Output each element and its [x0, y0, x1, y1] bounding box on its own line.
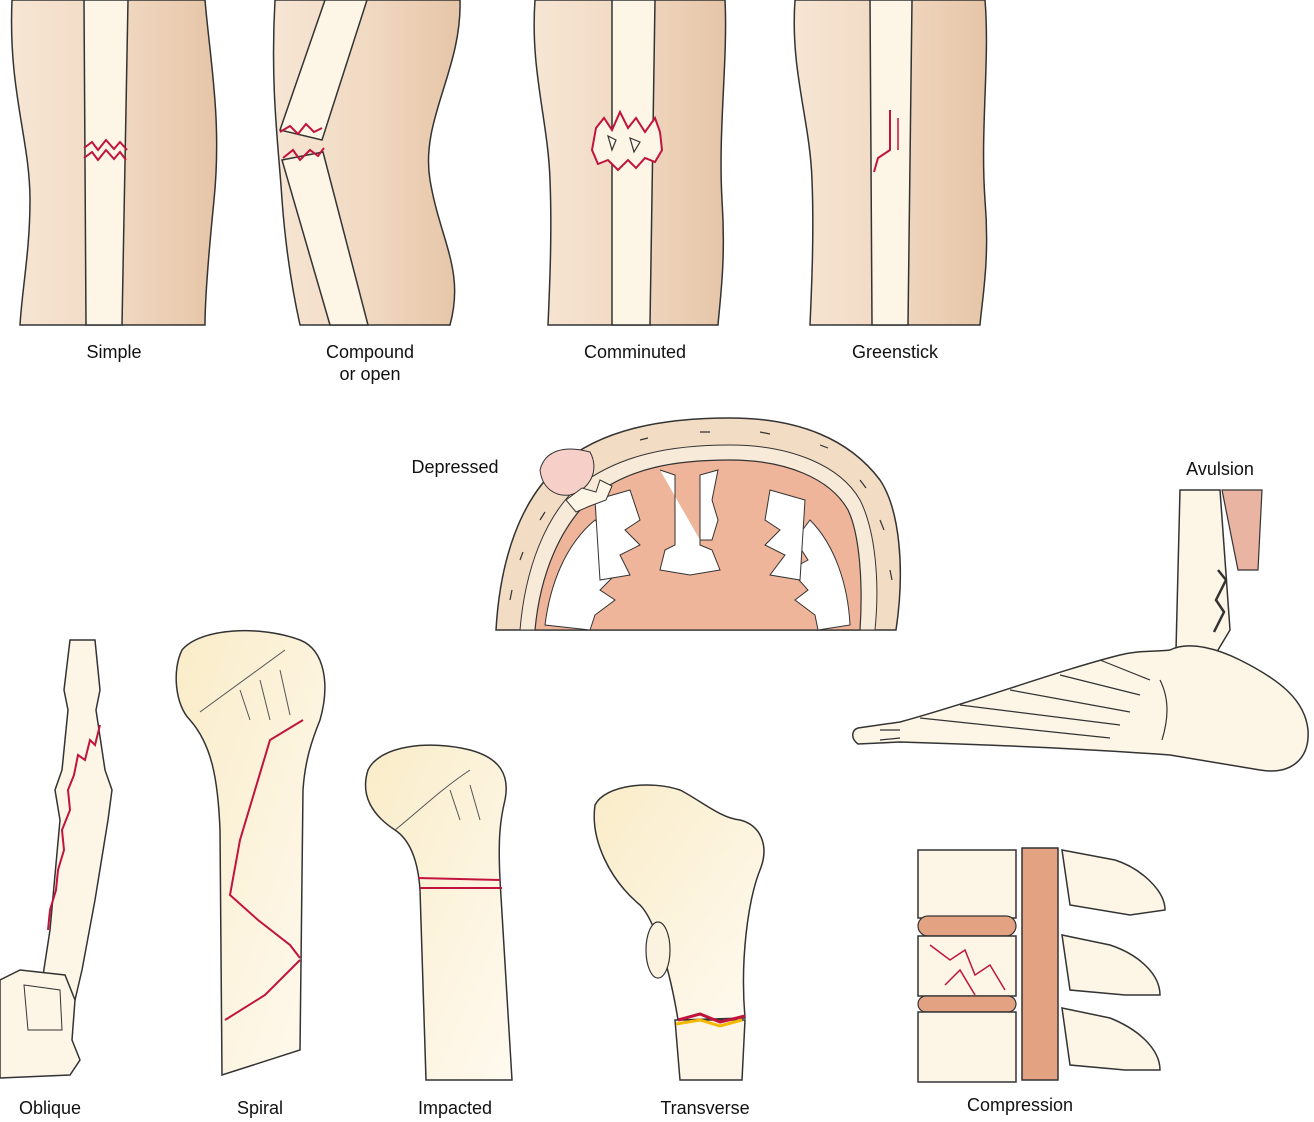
- label-greenstick: Greenstick: [840, 341, 950, 363]
- label-depressed: Depressed: [400, 456, 510, 478]
- label-compound-or-open: or open: [320, 363, 420, 385]
- label-spiral: Spiral: [225, 1097, 295, 1119]
- greenstick-fracture-illustration: [794, 0, 986, 325]
- impacted-fracture-illustration: [366, 745, 512, 1080]
- label-compound: Compound: [320, 341, 420, 363]
- label-compression: Compression: [955, 1094, 1085, 1116]
- simple-fracture-illustration: [12, 0, 217, 325]
- compound-fracture-illustration: [274, 0, 461, 325]
- depressed-fracture-illustration: [496, 418, 900, 630]
- oblique-fracture-illustration: [0, 640, 112, 1078]
- label-simple: Simple: [64, 341, 164, 363]
- label-transverse: Transverse: [650, 1097, 760, 1119]
- spiral-fracture-illustration: [176, 631, 325, 1075]
- label-oblique: Oblique: [5, 1097, 95, 1119]
- label-comminuted: Comminuted: [575, 341, 695, 363]
- transverse-fracture-illustration: [594, 785, 764, 1080]
- avulsion-fracture-illustration: [853, 490, 1308, 771]
- compression-fracture-illustration: [918, 848, 1165, 1082]
- label-impacted: Impacted: [405, 1097, 505, 1119]
- comminuted-fracture-illustration: [534, 0, 725, 325]
- label-avulsion: Avulsion: [1170, 458, 1270, 480]
